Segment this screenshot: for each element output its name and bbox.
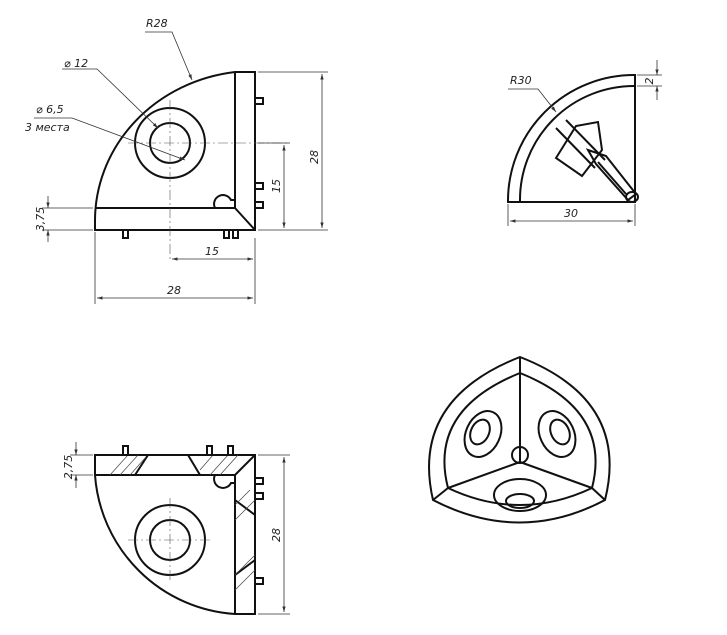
top-view-dim-flange: 3,75 [34, 207, 47, 232]
side-view-bolt [554, 119, 639, 203]
top-view-outline [93, 71, 264, 239]
top-view-dim-height: 28 [308, 150, 321, 164]
isometric-view-outline [428, 355, 611, 524]
top-view-dim-hole-y: 15 [270, 179, 283, 193]
top-view: R28 ⌀ 12 ⌀ 6,5 3 места 28 15 15 28 3,75 [25, 17, 328, 304]
top-view-radius-label: R28 [146, 17, 168, 30]
top-view-dim-width: 28 [167, 284, 181, 297]
front-view-section [109, 454, 256, 591]
side-view-dim-width: 30 [564, 207, 578, 220]
side-view-dim-thickness: 2 [643, 78, 656, 85]
front-view-dim-height: 28 [270, 528, 283, 542]
top-view-dim-hole-x: 15 [205, 245, 219, 258]
top-view-dia-big-leader [62, 68, 159, 129]
top-view-holes-note: 3 места [25, 121, 70, 134]
side-view: R30 30 2 [506, 60, 662, 226]
top-view-dia-small-label: ⌀ 6,5 [36, 103, 64, 116]
side-view-radius-label: R30 [510, 74, 532, 87]
isometric-view-holes [463, 410, 577, 512]
front-view-dim-flange: 2,75 [62, 455, 75, 480]
top-view-dia-small-leader [34, 117, 186, 161]
front-view-outline [94, 454, 256, 615]
isometric-view [428, 355, 611, 524]
top-view-radius-leader [145, 31, 193, 81]
front-view: 2,75 28 [62, 442, 290, 615]
top-view-dia-big-label: ⌀ 12 [64, 57, 88, 70]
